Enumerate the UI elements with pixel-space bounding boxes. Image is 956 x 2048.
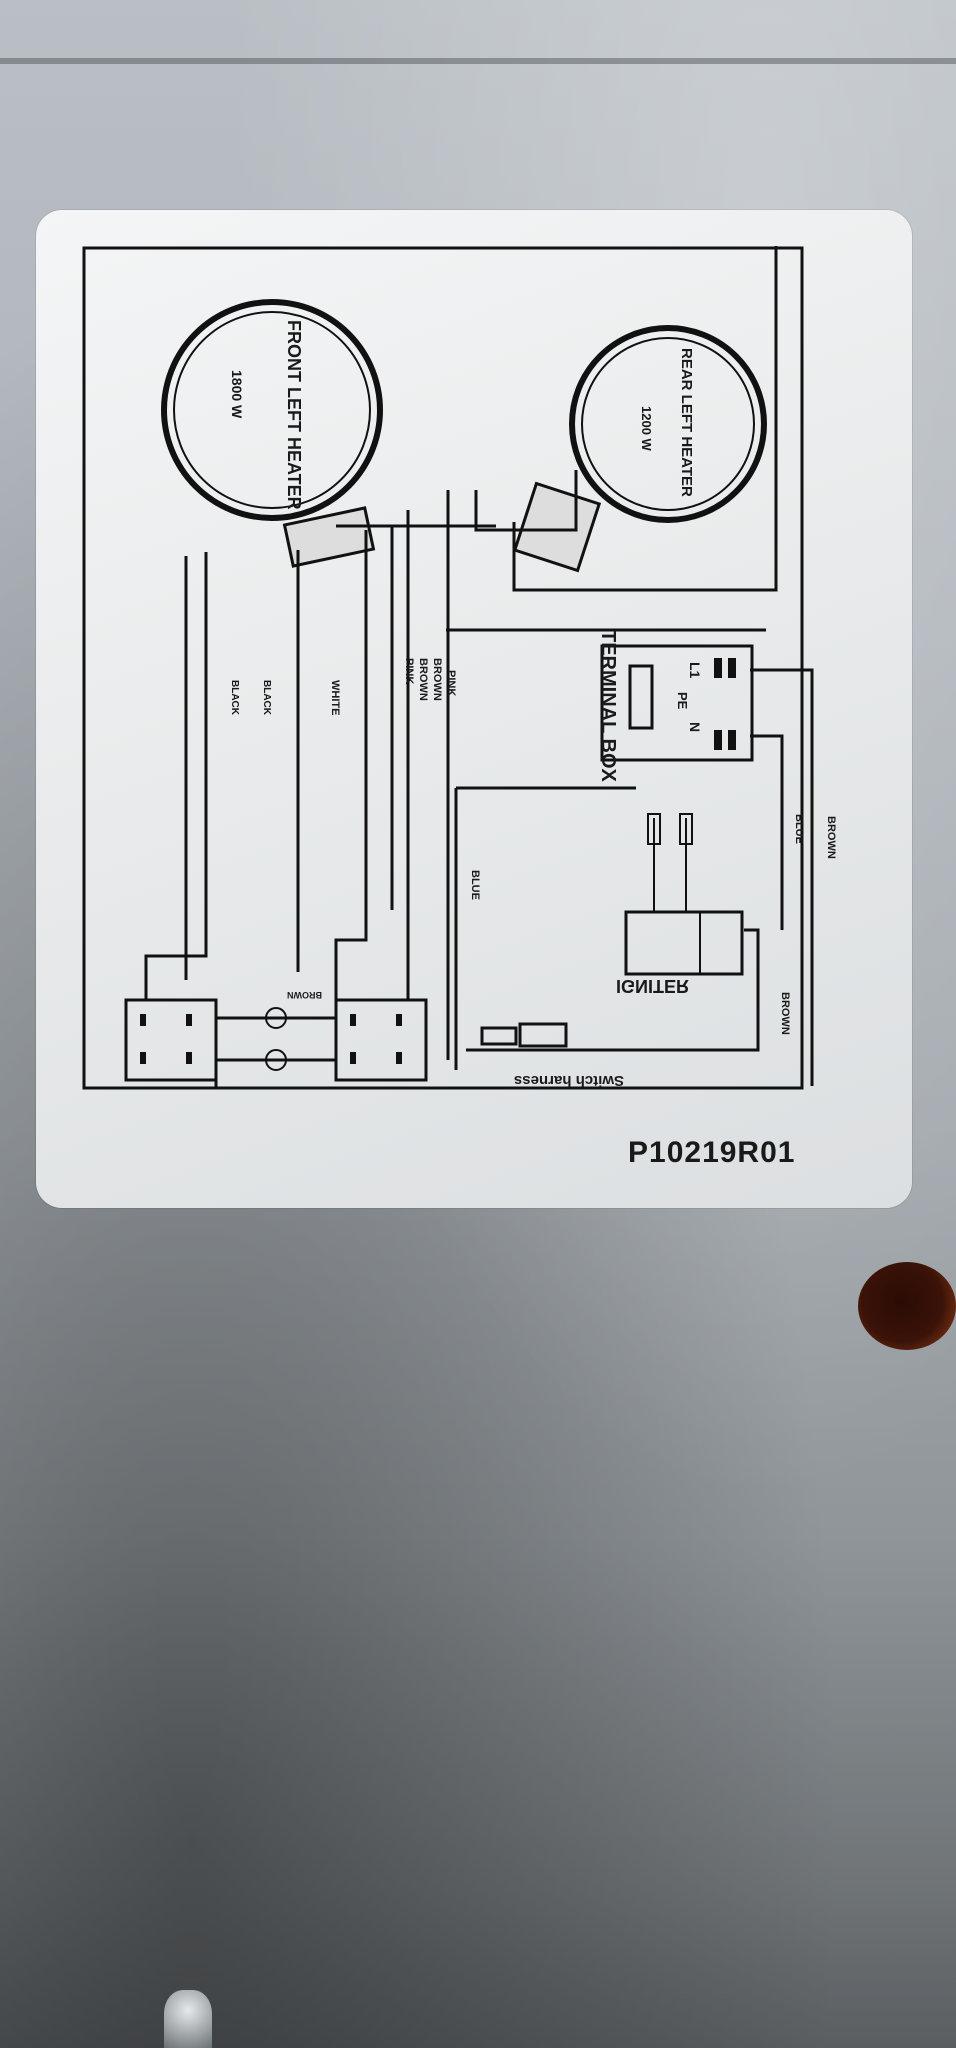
igniter: IGNITER: [616, 813, 744, 996]
terminal-n: N: [687, 722, 703, 732]
wire-label-brown-right-1: BROWN: [825, 816, 837, 859]
panel-hole: [858, 1262, 956, 1350]
front-heater-connector: [282, 506, 376, 568]
wiring-diagram: FRONT LEFT HEATER 1800 W REAR LEFT HEATE…: [82, 246, 837, 1090]
wire-label-pink-2: PINK: [403, 658, 415, 684]
igniter-wires: BROWN BLUE BROWN: [466, 668, 837, 1086]
wire-label-white: WHITE: [329, 680, 341, 715]
wire-label-blue-2: BLUE: [793, 814, 805, 844]
wire-label-brown-1: BROWN: [431, 658, 443, 701]
front-heater-name: FRONT LEFT HEATER: [284, 320, 304, 510]
wire-label-brown-2: BROWN: [417, 658, 429, 701]
front-left-heater: FRONT LEFT HEATER 1800 W: [161, 299, 383, 568]
rear-heater-connector: [512, 481, 602, 573]
rear-heater-name: REAR LEFT HEATER: [678, 348, 695, 497]
panel-seam: [0, 58, 956, 64]
terminal-pe: PE: [675, 692, 690, 710]
wire-label-brown-right-2: BROWN: [287, 990, 322, 1000]
wire-label-black-2: BLACK: [229, 680, 240, 716]
wiring-label: [36, 210, 912, 1208]
terminal-box-label: TERMINAL BOX: [597, 630, 619, 783]
terminal-l1: L1: [687, 662, 703, 679]
switch-harness: Switch harness: [480, 1022, 624, 1089]
wire-label-brown-bottom: BROWN: [779, 992, 791, 1035]
switch-right: [334, 998, 428, 1082]
switch-harness-label: Switch harness: [514, 1072, 624, 1089]
wire-label-black-1: BLACK: [261, 680, 272, 716]
part-number: P10219R01: [628, 1136, 796, 1169]
front-heater-power: 1800 W: [229, 370, 245, 419]
diagram-frame: [82, 246, 804, 1090]
wire-label-pink: PINK: [445, 670, 457, 696]
igniter-label: IGNITER: [616, 976, 689, 996]
rear-heater-power: 1200 W: [639, 406, 654, 452]
rear-left-heater: REAR LEFT HEATER 1200 W: [512, 325, 767, 573]
control-switches: BROWN: [84, 990, 428, 1090]
heater-wires: [144, 246, 778, 1070]
screw-head: [164, 1990, 212, 2048]
terminal-box: TERMINAL BOX L1 N PE: [597, 630, 754, 783]
switch-left: [124, 998, 218, 1082]
wire-label-blue-1: BLUE: [469, 870, 481, 900]
wire-labels: PINK BROWN BROWN PINK WHITE BLACK BLACK …: [229, 658, 481, 900]
